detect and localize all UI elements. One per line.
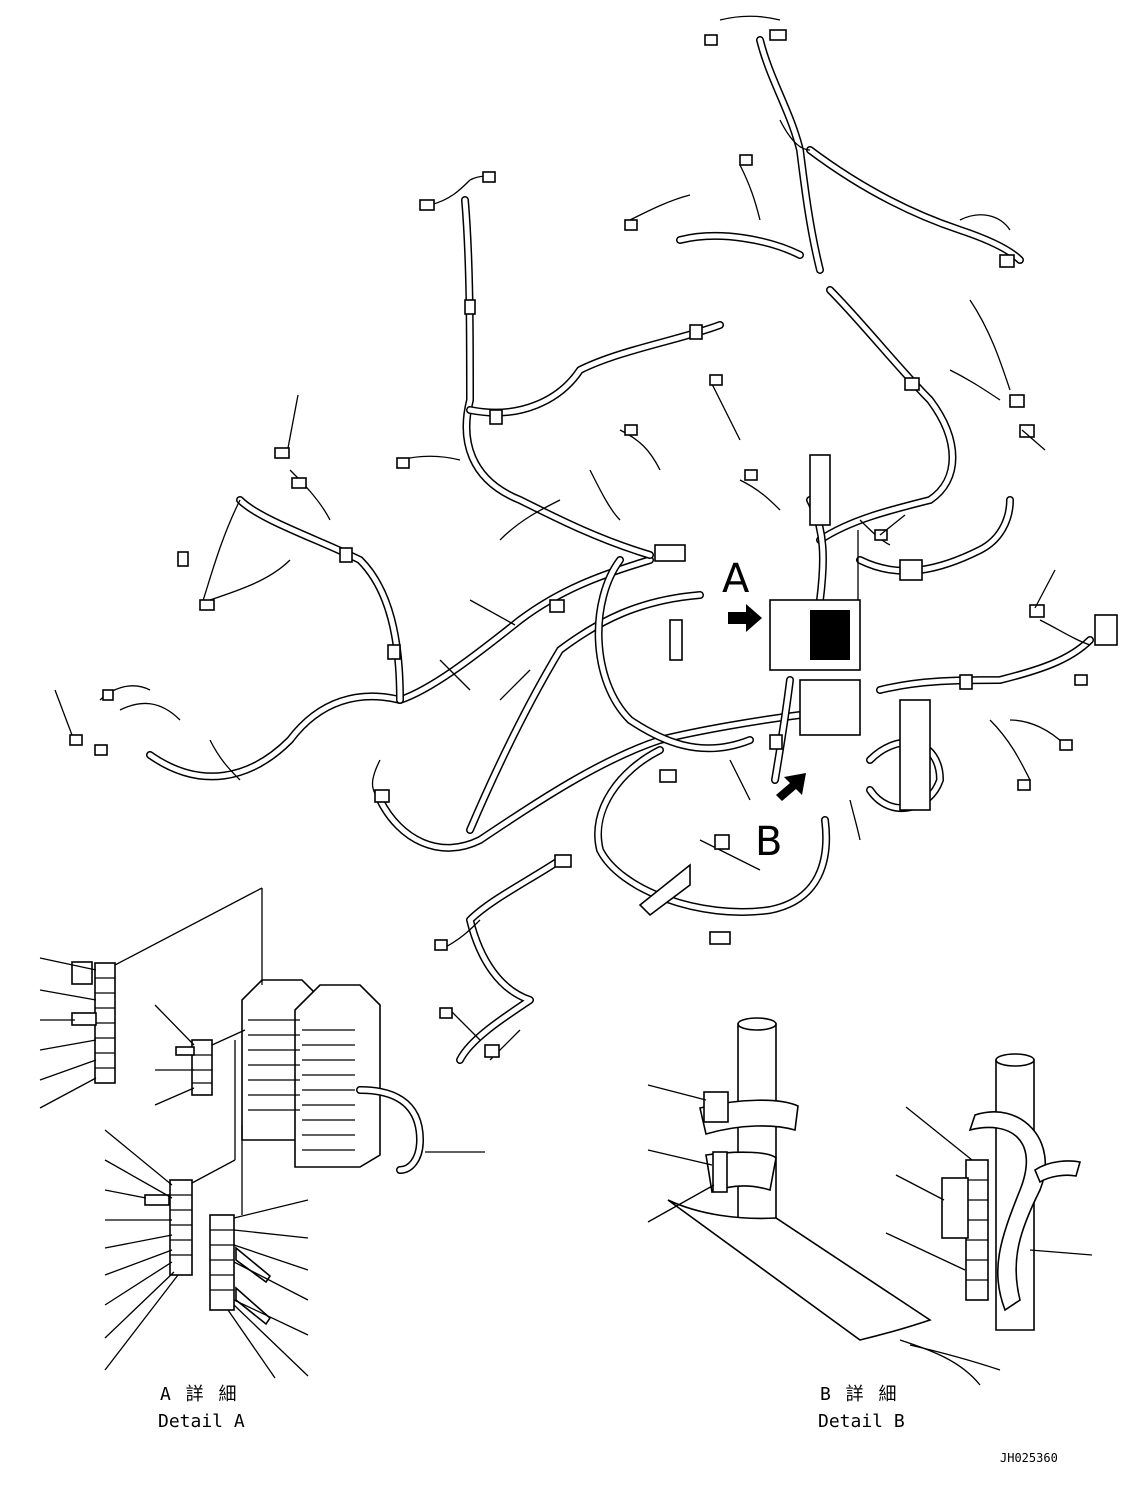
detail-a-connector-4 [209, 1125, 309, 1379]
view-b-letter: B [755, 819, 782, 865]
view-a-arrow [728, 604, 762, 632]
detail-a-title-jp: A 詳 細 [160, 1384, 239, 1405]
connectors [69, 29, 1118, 1058]
detail-b: B 詳 細 Detail B [647, 1017, 1093, 1432]
detail-a-connector-1 [39, 887, 263, 1109]
view-b-arrow [776, 773, 806, 801]
detail-b-title-en: Detail B [818, 1411, 905, 1432]
detail-a-connector-3 [104, 1040, 236, 1371]
detail-a: A 詳 細 Detail A [39, 887, 485, 1432]
detail-a-connector-2 [154, 1004, 246, 1106]
drawing-number: JH025360 [1000, 1451, 1058, 1465]
detail-a-title-en: Detail A [158, 1411, 245, 1432]
view-a-letter: A [722, 556, 750, 602]
view-a-callout: A [722, 556, 762, 632]
main-harness [146, 36, 1094, 1064]
detail-b-title-jp: B 詳 細 [820, 1384, 899, 1405]
leader-lines-main [54, 394, 1056, 736]
detail-a-fuse-rows [248, 1019, 355, 1151]
view-b-callout: B [755, 773, 806, 865]
